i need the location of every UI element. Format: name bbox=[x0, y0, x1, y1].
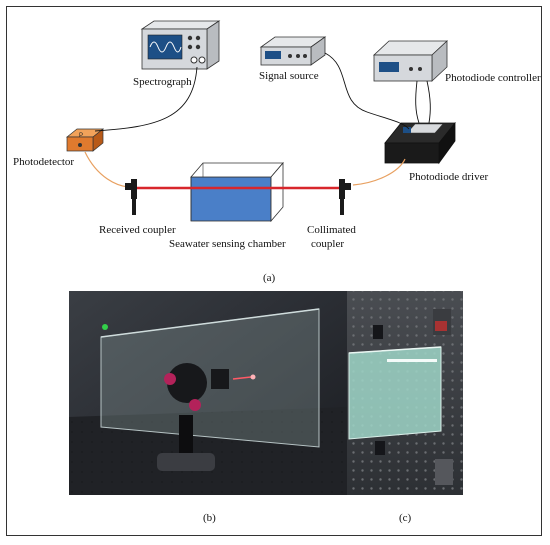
signal-source-device bbox=[259, 36, 327, 66]
signal-driver-cable bbox=[324, 52, 410, 130]
photo-c bbox=[347, 291, 463, 495]
controller-driver-cable-2 bbox=[426, 80, 431, 124]
detector-spectrograph-cable bbox=[94, 66, 198, 132]
photodetector-label: Photodetector bbox=[13, 156, 74, 168]
chamber-water bbox=[190, 176, 272, 222]
photodiode-driver-device bbox=[384, 121, 456, 165]
photodiode-controller-label: Photodiode controller bbox=[445, 72, 541, 84]
seawater-sensing-chamber bbox=[190, 161, 284, 223]
svg-text:P: P bbox=[79, 133, 83, 139]
received-coupler bbox=[125, 179, 137, 215]
caption-b: (b) bbox=[203, 512, 216, 524]
spectrograph-device bbox=[140, 20, 221, 70]
seawater-chamber-label: Seawater sensing chamber bbox=[169, 238, 286, 250]
schematic-diagram: Spectrograph Signal source Photodiode co… bbox=[13, 20, 541, 524]
signal-source-label: Signal source bbox=[259, 70, 319, 82]
spectrograph-label: Spectrograph bbox=[133, 76, 192, 88]
caption-a: (a) bbox=[263, 272, 276, 284]
spectrograph-screen bbox=[147, 34, 183, 60]
controller-driver-cable-1 bbox=[415, 80, 420, 124]
collimated-coupler bbox=[339, 179, 351, 215]
fiber-received bbox=[84, 151, 132, 188]
collimated-coupler-label-1: Collimated bbox=[307, 224, 356, 236]
collimated-coupler-label-2: coupler bbox=[311, 238, 344, 250]
photodiode-controller-device bbox=[372, 40, 449, 82]
received-coupler-label: Received coupler bbox=[99, 224, 176, 236]
photo-b bbox=[69, 291, 351, 495]
fiber-collimated bbox=[352, 158, 406, 186]
cables bbox=[94, 52, 431, 132]
caption-c: (c) bbox=[399, 512, 412, 524]
figure-frame: Spectrograph Signal source Photodiode co… bbox=[6, 6, 542, 536]
photodetector-device: P bbox=[66, 128, 104, 152]
photodiode-driver-label: Photodiode driver bbox=[409, 171, 488, 183]
